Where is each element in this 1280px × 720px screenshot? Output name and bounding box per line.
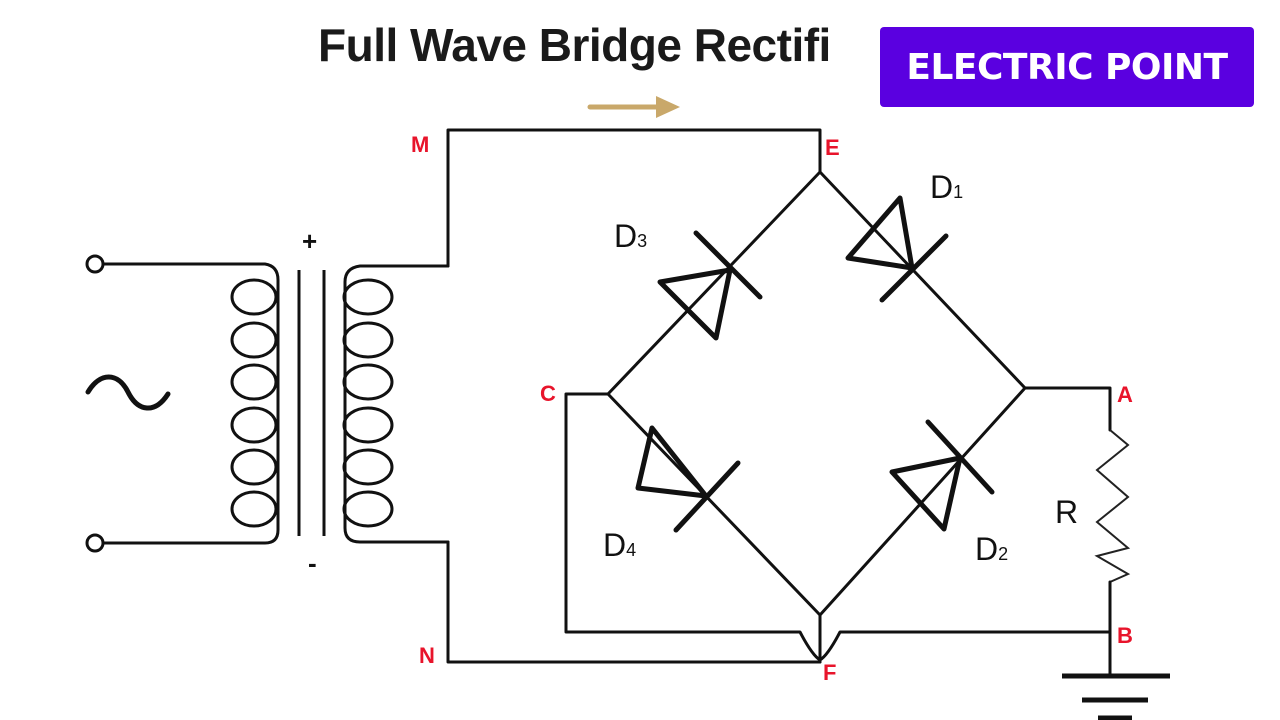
current-arrow-icon <box>587 96 680 118</box>
label-d3-sub: 3 <box>637 231 647 251</box>
label-d1: D1 <box>930 169 963 205</box>
bridge-e-c <box>606 170 822 396</box>
node-label-n: N <box>419 643 435 668</box>
label-d4-sub: 4 <box>626 540 636 560</box>
secondary-winding <box>342 278 394 528</box>
ground-icon <box>1062 673 1170 720</box>
secondary-wire <box>343 264 450 544</box>
label-resistor: R <box>1055 494 1078 530</box>
bridge-c-f <box>606 392 822 617</box>
label-d1-name: D <box>930 169 953 205</box>
label-d4: D4 <box>603 527 636 563</box>
node-label-e: E <box>825 135 840 160</box>
ac-terminal-top <box>85 254 105 274</box>
brand-label: ELECTRIC POINT <box>906 46 1228 88</box>
diode-d2-icon <box>889 419 995 532</box>
label-d1-sub: 1 <box>953 182 963 202</box>
node-label-m: M <box>411 132 429 157</box>
ac-source-symbol-icon <box>85 374 171 411</box>
diode-d3-icon <box>657 230 763 341</box>
node-label-b: B <box>1117 623 1133 648</box>
primary-wire-top <box>101 262 280 545</box>
node-label-c: C <box>540 381 556 406</box>
label-d2-name: D <box>975 531 998 567</box>
wire-c-b <box>564 392 1112 662</box>
node-label-f: F <box>823 660 836 685</box>
resistor-icon <box>1094 429 1131 583</box>
diagram-title: Full Wave Bridge Rectifi <box>318 19 831 71</box>
label-d4-name: D <box>603 527 626 563</box>
wire-n-f <box>446 540 822 664</box>
bridge-e-a <box>818 170 1027 390</box>
transformer-minus: - <box>308 548 317 578</box>
diode-d4-icon <box>635 425 741 533</box>
wire-bridge-a <box>1023 386 1112 432</box>
bridge-a-f <box>818 386 1027 617</box>
label-d2-sub: 2 <box>998 544 1008 564</box>
label-d2: D2 <box>975 531 1008 567</box>
ac-terminal-bottom <box>85 533 105 553</box>
label-d3: D3 <box>614 218 647 254</box>
node-label-a: A <box>1117 382 1133 407</box>
wire-m-e <box>446 128 822 268</box>
brand-badge: ELECTRIC POINT <box>880 27 1254 107</box>
diode-d1-icon <box>845 195 949 303</box>
transformer-plus: + <box>302 226 317 256</box>
primary-winding <box>230 278 278 528</box>
label-d3-name: D <box>614 218 637 254</box>
